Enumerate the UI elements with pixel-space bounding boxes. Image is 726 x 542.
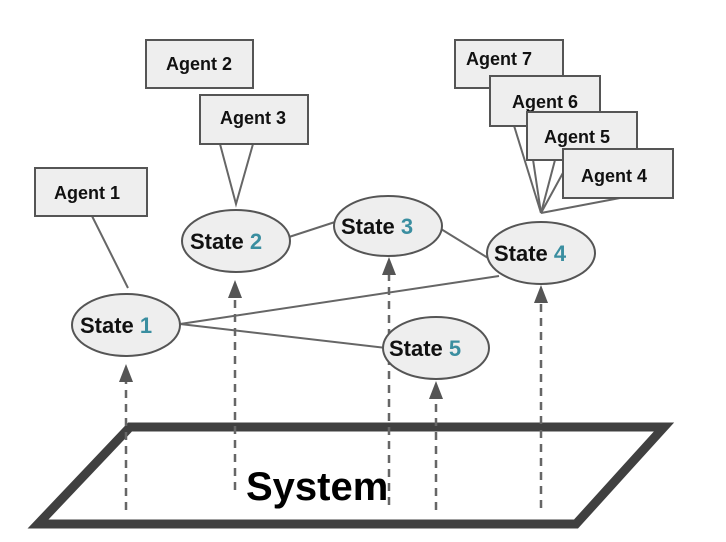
system-plane-outline [27,422,675,529]
state-node-5: State 5 [382,316,490,380]
link-state3-state4 [440,228,489,259]
state-node-4: State 4 [486,221,596,285]
agent-box-3: Agent 3 [199,94,309,145]
svg-text:State 2: State 2 [190,229,262,254]
agent-box-2: Agent 2 [145,39,254,89]
agent-3-label: Agent 3 [220,108,286,128]
state-node-3: State 3 [333,195,443,257]
state-4-number: 4 [554,241,567,266]
link-agent5-state4 [540,159,556,214]
system-plane [27,422,675,529]
state-1-number: 1 [140,313,152,338]
agent-7-label: Agent 7 [466,49,532,69]
state-3-number: 3 [401,214,413,239]
agent-1-label: Agent 1 [54,183,120,203]
svg-text:State 4: State 4 [494,241,567,266]
agent-6-label: Agent 6 [512,92,578,112]
link-agent1-state1 [91,215,129,289]
agent-4-label: Agent 4 [581,166,647,186]
state-node-2: State 2 [181,209,291,273]
system-label: System [246,465,388,509]
state-5-word: State [389,336,443,361]
agent-box-1: Agent 1 [34,167,148,217]
link-agent3-state2 [219,143,254,208]
agent-5-label: Agent 5 [544,127,610,147]
arrowhead-state-4 [534,285,548,303]
state-links [179,221,500,349]
arrowhead-state-2 [228,280,242,298]
svg-text:State 1: State 1 [80,313,152,338]
arrowhead-state-5 [429,381,443,399]
link-state1-state4 [179,275,500,325]
arrowhead-state-1 [119,364,133,382]
link-state2-state3 [288,221,336,238]
state-3-word: State [341,214,395,239]
agent-boxes: Agent 2 Agent 3 Agent 1 Agent 7 Agent 6 … [34,39,674,217]
agent-box-4: Agent 4 [562,148,674,199]
agent-2-label: Agent 2 [166,54,232,74]
link-agent4-state4 [540,197,621,214]
state-2-number: 2 [250,229,262,254]
svg-text:State 3: State 3 [341,214,413,239]
state-2-word: State [190,229,244,254]
state-nodes: State 1 State 2 State 3 State 4 State 5 [71,195,596,380]
svg-text:State 5: State 5 [389,336,461,361]
state-5-number: 5 [449,336,461,361]
state-node-1: State 1 [71,293,181,357]
link-state1-state5 [179,323,387,349]
arrowhead-state-3 [382,257,396,275]
state-1-word: State [80,313,134,338]
state-4-word: State [494,241,548,266]
